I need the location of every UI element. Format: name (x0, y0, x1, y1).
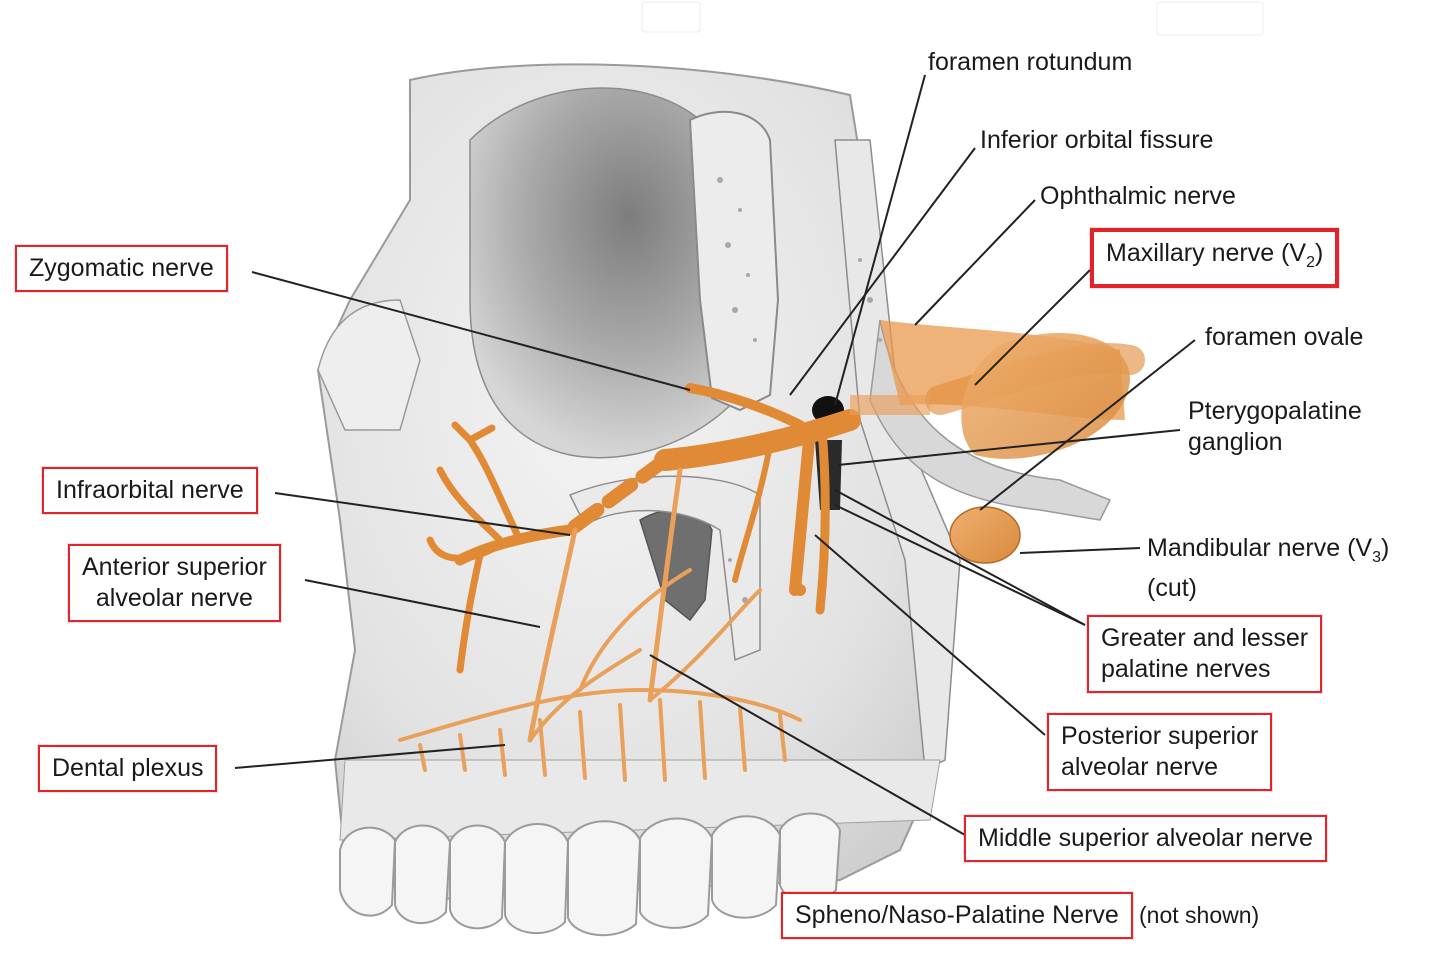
label-infraorbital-nerve: Infraorbital nerve (42, 467, 258, 514)
greater-lesser-line1: Greater and lesser (1101, 624, 1309, 652)
ghost-box-right (1156, 1, 1264, 36)
label-not-shown: (not shown) (1139, 902, 1260, 928)
mandibular-line1: Mandibular nerve (V3) (1147, 533, 1389, 573)
mandibular-text: Mandibular nerve (V (1147, 534, 1373, 562)
label-middle-superior-alveolar: Middle superior alveolar nerve (964, 815, 1327, 862)
label-pterygopalatine-ganglion: Pterygopalatine ganglion (1188, 396, 1362, 458)
anterior-line1: Anterior superior (82, 553, 267, 581)
label-maxillary-nerve: Maxillary nerve (V2) (1090, 228, 1340, 288)
mandibular-paren: ) (1381, 534, 1390, 562)
mandibular-subscript: 3 (1372, 549, 1382, 566)
maxilla-bone (316, 63, 1112, 902)
label-anterior-superior-alveolar: Anterior superior alveolar nerve (68, 544, 281, 622)
maxillary-subscript: 2 (1306, 254, 1315, 271)
pterygopalatine-line1: Pterygopalatine (1188, 397, 1362, 425)
label-foramen-ovale: foramen ovale (1205, 323, 1364, 351)
leader-lines (234, 74, 1196, 836)
maxillary-text: Maxillary nerve (V (1106, 239, 1307, 267)
label-greater-lesser-palatine: Greater and lesser palatine nerves (1087, 615, 1323, 693)
mandibular-line2: (cut) (1147, 574, 1197, 602)
label-spheno-naso-palatine: Spheno/Naso-Palatine Nerve (781, 892, 1133, 939)
posterior-line1: Posterior superior (1061, 722, 1259, 750)
label-zygomatic-nerve: Zygomatic nerve (15, 245, 228, 292)
posterior-line2: alveolar nerve (1061, 753, 1219, 781)
maxillary-paren: ) (1314, 239, 1324, 267)
label-ophthalmic-nerve: Ophthalmic nerve (1040, 182, 1236, 210)
anterior-line2: alveolar nerve (95, 584, 253, 612)
ghost-box-left (641, 1, 701, 33)
nerves (398, 320, 1145, 782)
label-mandibular-nerve: Mandibular nerve (V3) (cut) (1147, 533, 1389, 604)
label-foramen-rotundum: foramen rotundum (928, 48, 1133, 76)
pterygopalatine-line2: ganglion (1188, 428, 1283, 456)
greater-lesser-line2: palatine nerves (1101, 655, 1271, 683)
label-dental-plexus: Dental plexus (38, 745, 218, 792)
label-posterior-superior-alveolar: Posterior superior alveolar nerve (1047, 713, 1273, 791)
label-inferior-orbital-fissure: Inferior orbital fissure (980, 126, 1214, 154)
teeth (339, 812, 842, 937)
